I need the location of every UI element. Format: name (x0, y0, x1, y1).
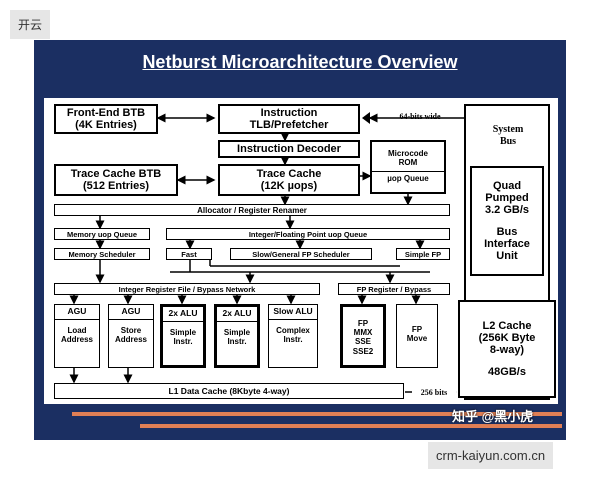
exec-unit-alu-2: 2x ALU Simple Instr. (214, 304, 260, 368)
instruction-tlb-prefetcher: Instruction TLB/Prefetcher (218, 104, 360, 134)
fast-scheduler-label: Fast (181, 249, 197, 259)
trace-btb-label: Trace Cache BTB (512 Entries) (70, 167, 162, 192)
bits256-text: 256 bits (420, 387, 448, 397)
memory-scheduler-label: Memory Scheduler (68, 249, 136, 259)
trace-cache-label: Trace Cache (12K µops) (256, 167, 322, 192)
int-fp-uop-queue: Integer/Floating Point uop Queue (166, 228, 450, 240)
exec-unit-fp-move: FP Move (396, 304, 438, 368)
l1-cache-label: L1 Data Cache (8Kbyte 4-way) (168, 386, 290, 396)
simple-fp-scheduler: Simple FP (396, 248, 450, 260)
unit-header: Slow ALU (269, 305, 317, 320)
footer-url: crm-kaiyun.com.cn (428, 442, 554, 469)
unit-header: AGU (109, 305, 153, 320)
unit-body: FP MMX SSE SSE2 (352, 319, 374, 356)
int-fp-uop-queue-label: Integer/Floating Point uop Queue (248, 229, 368, 239)
quad-pumped-label: Quad Pumped 3.2 GB/s (484, 179, 530, 216)
integer-register-file: Integer Register File / Bypass Network (54, 283, 320, 295)
fp-register-bypass: FP Register / Bypass (338, 283, 450, 295)
l2-cache: L2 Cache (256K Byte 8-way) 48GB/s (458, 300, 556, 398)
instruction-decoder: Instruction Decoder (218, 140, 360, 158)
bus-interface-unit: Quad Pumped 3.2 GB/s Bus Interface Unit (470, 166, 544, 276)
memory-scheduler: Memory Scheduler (54, 248, 150, 260)
bus-width-256-label: 256 bits (412, 386, 456, 398)
unit-header: AGU (55, 305, 99, 320)
microcode-rom-box: Microcode ROM µop Queue (370, 140, 446, 194)
exec-unit-agu-load: AGU Load Address (54, 304, 100, 368)
slide-title: Netburst Microarchitecture Overview (142, 52, 458, 72)
exec-unit-agu-store: AGU Store Address (108, 304, 154, 368)
trace-cache-btb: Trace Cache BTB (512 Entries) (54, 164, 178, 196)
slow-general-fp-scheduler: Slow/General FP Scheduler (230, 248, 372, 260)
unit-body: FP Move (406, 325, 428, 344)
allocator-label: Allocator / Register Renamer (197, 205, 307, 215)
zhihu-watermark: 知乎 @黑小虎 (452, 409, 534, 424)
exec-unit-slow-alu: Slow ALU Complex Instr. (268, 304, 318, 368)
int-regfile-label: Integer Register File / Bypass Network (118, 284, 256, 294)
exec-unit-alu-1: 2x ALU Simple Instr. (160, 304, 206, 368)
system-bus-label: System Bus (492, 124, 524, 147)
memory-uop-queue-label: Memory uop Queue (66, 229, 137, 239)
front-end-btb-label: Front-End BTB (4K Entries) (66, 106, 146, 131)
decor-stripe-orange (72, 412, 562, 416)
uop-queue-label: µop Queue (372, 170, 444, 184)
decor-stripe-orange-2 (140, 424, 562, 428)
microcode-label: Microcode ROM (387, 149, 428, 168)
fp-register-label: FP Register / Bypass (356, 284, 432, 294)
front-end-btb: Front-End BTB (4K Entries) (54, 104, 158, 134)
unit-body: Complex Instr. (276, 325, 310, 344)
unit-body: Simple Instr. (223, 327, 251, 346)
fast-scheduler: Fast (166, 248, 212, 260)
allocator-register-renamer: Allocator / Register Renamer (54, 204, 450, 216)
unit-header: 2x ALU (163, 307, 203, 322)
unit-body: Store Address (114, 325, 147, 344)
l2-bandwidth-label: 48GB/s (488, 366, 526, 379)
trace-cache: Trace Cache (12K µops) (218, 164, 360, 196)
bus-unit-label: Bus Interface Unit (484, 226, 530, 263)
slow-fp-scheduler-label: Slow/General FP Scheduler (252, 249, 350, 259)
exec-unit-fp-mmx-sse: FP MMX SSE SSE2 (340, 304, 386, 368)
itlb-label: Instruction TLB/Prefetcher (249, 106, 329, 131)
decoder-label: Instruction Decoder (237, 142, 341, 155)
l1-data-cache: L1 Data Cache (8Kbyte 4-way) (54, 383, 404, 399)
l2-cache-label: L2 Cache (256K Byte 8-way) (478, 319, 536, 356)
bus-width-64-label: 64-bits wide (399, 112, 441, 121)
corner-tag: 开云 (10, 10, 51, 39)
unit-body: Simple Instr. (169, 327, 197, 346)
memory-uop-queue: Memory uop Queue (54, 228, 150, 240)
unit-header: 2x ALU (217, 307, 257, 322)
unit-body: Load Address (60, 325, 93, 344)
simple-fp-label: Simple FP (404, 249, 442, 259)
